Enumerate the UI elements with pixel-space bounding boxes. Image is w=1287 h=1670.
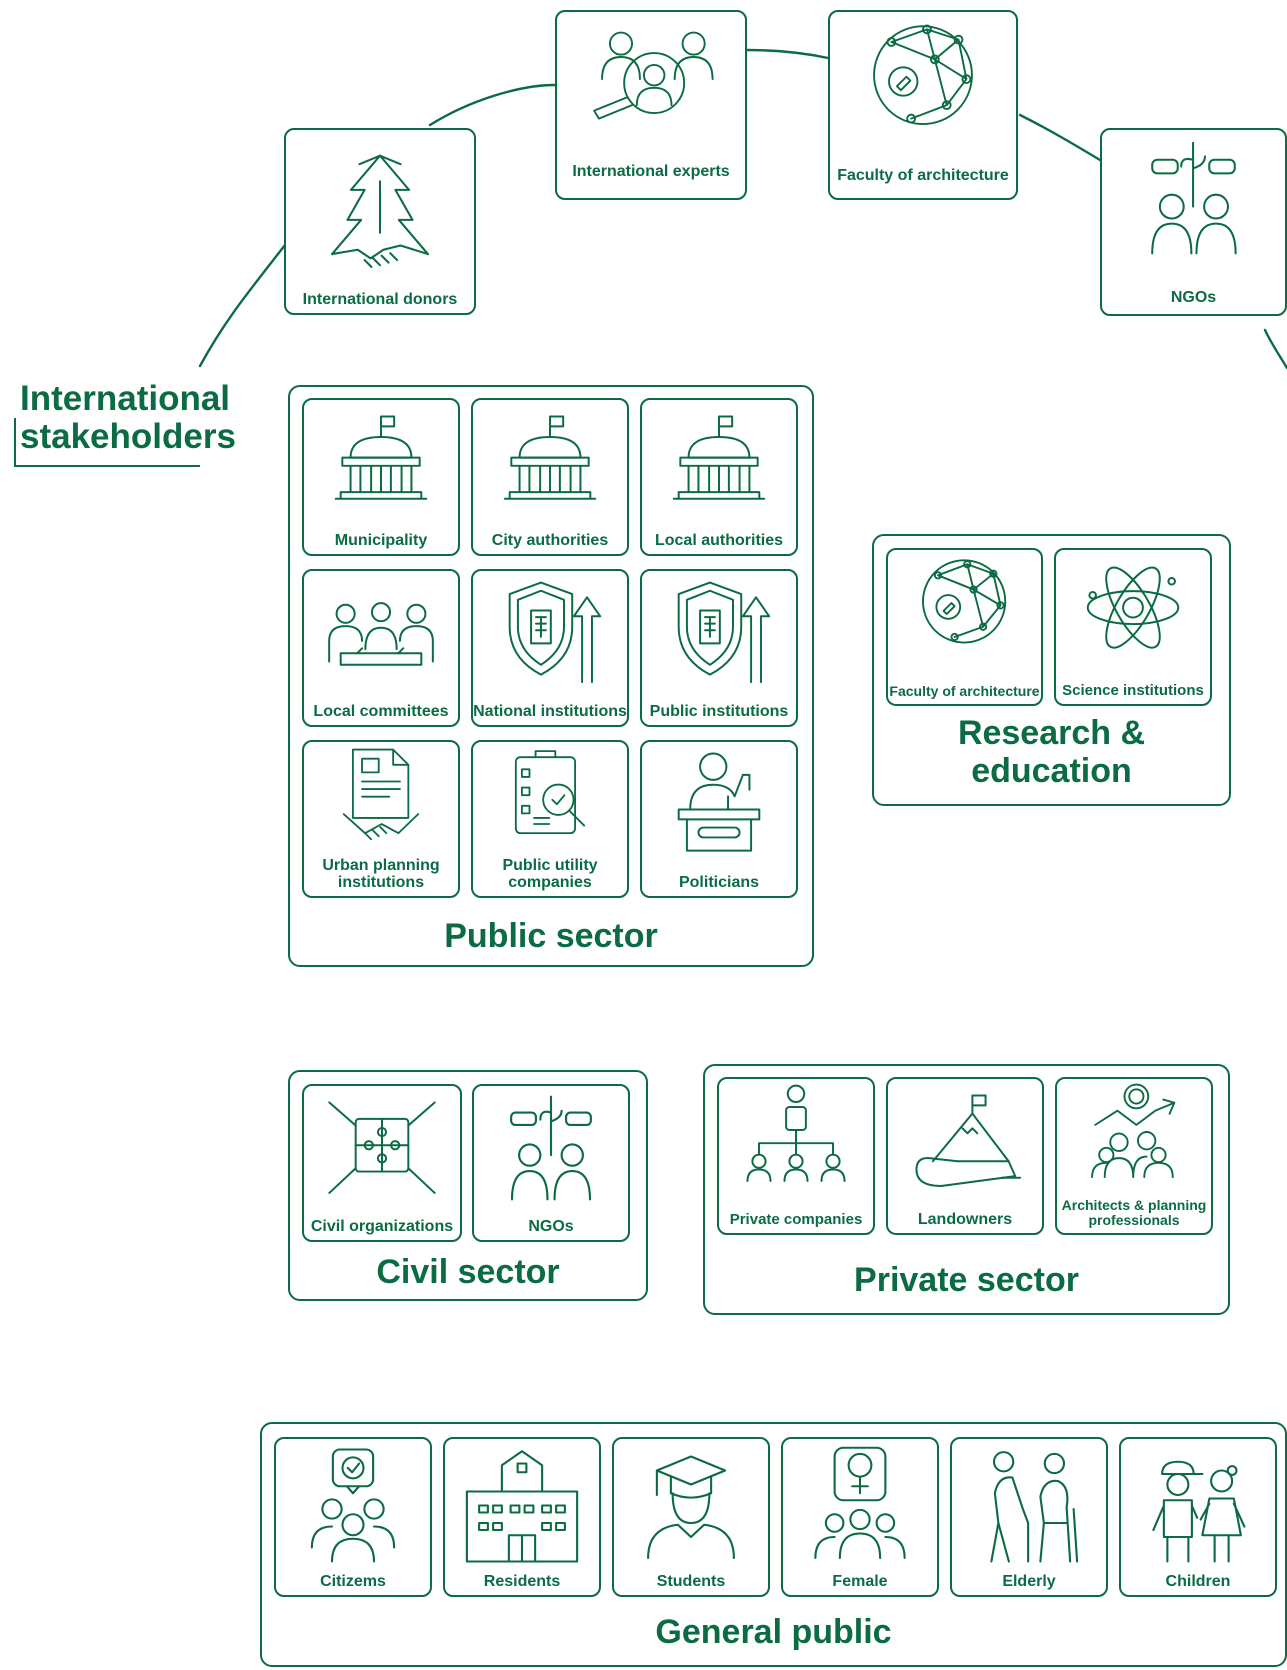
card-label: Public utility companies [502, 857, 598, 891]
card-label: Students [656, 1573, 726, 1590]
card-international-experts: International experts [555, 10, 747, 200]
apartment-building-icon [465, 1450, 579, 1563]
card-children: Children [1119, 1437, 1277, 1597]
card-label: Landowners [917, 1211, 1013, 1228]
card-ngos-intl: NGOs [1100, 128, 1287, 316]
international-stakeholders-title: International stakeholders [20, 379, 236, 456]
card-label: Faculty of architecture [889, 683, 1040, 699]
card-label: Local authorities [654, 532, 784, 549]
card-citizens: Citizems [274, 1437, 432, 1597]
plan-handshake-icon [342, 748, 420, 841]
card-faculty-architecture-intl: Faculty of architecture [828, 10, 1018, 200]
civil-sector-title: Civil sector [376, 1253, 560, 1291]
card-municipality: Municipality [302, 398, 460, 556]
government-building-icon [672, 415, 766, 500]
ngo-people-icon [510, 1095, 592, 1201]
card-international-donors: International donors [284, 128, 476, 315]
card-label: Citizems [320, 1573, 386, 1590]
title-bracket [14, 418, 16, 466]
card-local-committees: Local committees [302, 569, 460, 727]
card-politicians: Politicians [640, 740, 798, 898]
card-national-institutions: National institutions [471, 569, 629, 727]
card-label: Elderly [1002, 1573, 1056, 1590]
card-female: Female [781, 1437, 939, 1597]
card-label: Residents [483, 1573, 561, 1590]
puzzle-hands-icon [328, 1101, 436, 1194]
general-public-title: General public [655, 1613, 892, 1651]
elderly-couple-icon [990, 1451, 1079, 1563]
title-underline [14, 465, 200, 467]
org-chart-icon [746, 1084, 846, 1183]
network-globe-icon [873, 24, 973, 126]
card-label: Children [1165, 1573, 1231, 1590]
network-globe-icon [922, 559, 1007, 644]
card-label: International donors [302, 291, 458, 308]
card-label: Civil organizations [310, 1218, 454, 1235]
experts-magnifier-icon [593, 31, 714, 120]
research-education-group: Research & education [872, 534, 1231, 806]
card-private-companies: Private companies [717, 1077, 875, 1235]
card-civil-organizations: Civil organizations [302, 1084, 462, 1242]
card-label: Municipality [334, 532, 428, 549]
citizens-check-icon [310, 1448, 396, 1563]
ngo-people-icon [1151, 141, 1237, 255]
card-city-authorities: City authorities [471, 398, 629, 556]
speaker-podium-icon [677, 752, 761, 852]
card-label: Politicians [678, 874, 760, 891]
checklist-magnifier-icon [514, 750, 586, 835]
private-sector-title: Private sector [854, 1261, 1079, 1299]
public-sector-title: Public sector [444, 917, 658, 955]
card-label: Faculty of architecture [837, 167, 1009, 184]
graduate-icon [647, 1455, 735, 1560]
handshake-arrows-icon [331, 154, 429, 268]
research-education-title: Research & education [957, 714, 1146, 790]
card-label: Public institutions [649, 703, 789, 720]
card-label: Private companies [729, 1211, 863, 1228]
card-label: Local committees [313, 703, 449, 720]
card-local-authorities: Local authorities [640, 398, 798, 556]
card-label: NGOs [1170, 289, 1217, 306]
card-landowners: Landowners [886, 1077, 1044, 1235]
atom-icon [1086, 566, 1180, 649]
card-label: Science institutions [1062, 682, 1204, 699]
hand-mountain-icon [915, 1094, 1022, 1187]
card-public-utility: Public utility companies [471, 740, 629, 898]
private-sector-group: Private sector [703, 1064, 1230, 1315]
card-faculty-architecture-research: Faculty of architecture [886, 548, 1043, 706]
team-growth-gear-icon [1091, 1083, 1176, 1179]
female-symbol-group-icon [814, 1446, 906, 1560]
card-ngos-civil: NGOs [472, 1084, 630, 1242]
card-residents: Residents [443, 1437, 601, 1597]
card-public-institutions: Public institutions [640, 569, 798, 727]
card-label: Female [832, 1573, 888, 1590]
government-building-icon [334, 415, 428, 500]
card-label: International experts [572, 163, 730, 180]
committee-meeting-icon [328, 602, 434, 666]
card-urban-planning: Urban planning institutions [302, 740, 460, 898]
card-architects: Architects & planning professionals [1055, 1077, 1213, 1235]
card-label: Urban planning institutions [322, 857, 440, 891]
card-label: NGOs [528, 1218, 574, 1235]
card-label: Architects & planning professionals [1061, 1197, 1207, 1228]
general-public-group: General public [260, 1422, 1287, 1667]
card-elderly: Elderly [950, 1437, 1108, 1597]
card-science-institutions: Science institutions [1054, 548, 1212, 706]
shield-building-growth-icon [508, 581, 602, 684]
card-label: City authorities [491, 532, 609, 549]
card-students: Students [612, 1437, 770, 1597]
card-label: National institutions [473, 703, 627, 720]
shield-building-growth-icon [677, 581, 771, 684]
children-icon [1152, 1460, 1246, 1563]
civil-sector-group: Civil sector [288, 1070, 648, 1301]
public-sector-group: Public sector [288, 385, 814, 967]
government-building-icon [503, 415, 597, 500]
